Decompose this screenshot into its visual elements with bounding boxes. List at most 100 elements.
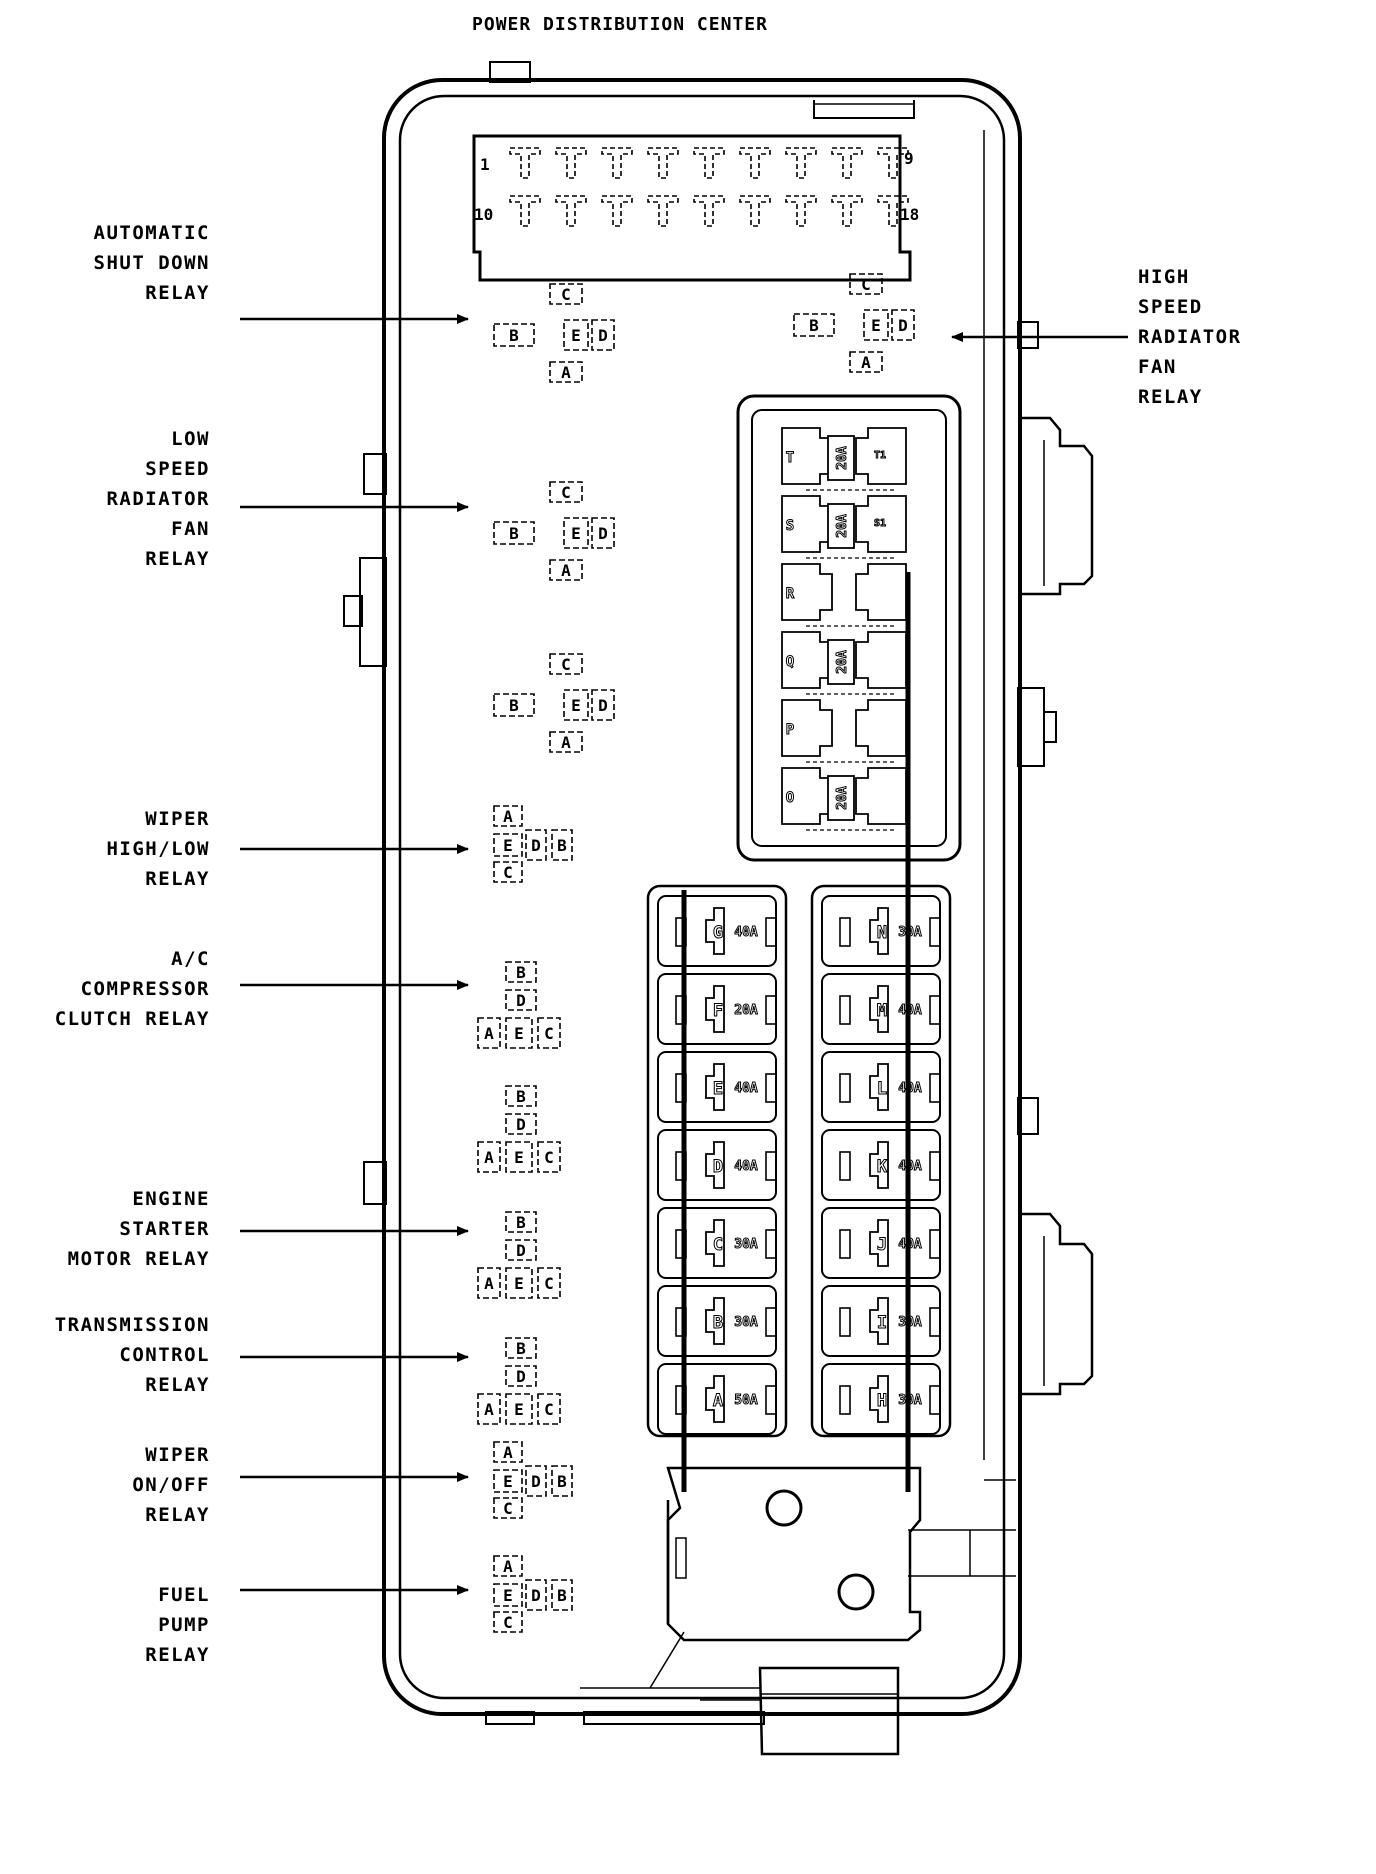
callout-arrows <box>240 314 1128 1595</box>
relay-terminal-label: A <box>861 353 871 372</box>
relay-terminal <box>477 1017 501 1049</box>
relay-terminal-label: A <box>561 733 571 752</box>
maxi-fuse-cavity-label: K <box>877 1157 888 1177</box>
relay-terminal-label: A <box>484 1024 494 1043</box>
relay-terminal <box>505 961 537 983</box>
maxi-fuse-amp: 40A <box>734 1081 758 1096</box>
mini-fuse-cavity-label: T1 <box>874 450 886 461</box>
relay-terminal-label: E <box>514 1400 524 1419</box>
relay-terminal <box>551 1579 573 1611</box>
relay-terminal-label: C <box>503 1613 513 1632</box>
connector-pin <box>831 147 863 179</box>
connector-pin <box>693 147 725 179</box>
mini-fuse-cavity-label: P <box>786 722 794 738</box>
connector-pin <box>831 195 863 227</box>
relay-terminal <box>591 517 615 549</box>
mini-fuse-cavity-label: Q <box>786 654 794 670</box>
connector-pin <box>647 195 679 227</box>
relay-terminal <box>549 283 583 305</box>
maxi-fuse[interactable]: L40A <box>821 1051 941 1123</box>
relay-terminal <box>551 829 573 861</box>
relay-terminal-label: B <box>509 696 519 715</box>
connector-pin <box>739 195 771 227</box>
mini-fuse[interactable]: R <box>781 563 907 627</box>
relay-terminal <box>549 361 583 383</box>
stud-block <box>666 1466 922 1642</box>
relay-terminal <box>525 829 547 861</box>
relay-terminal <box>493 521 535 545</box>
connector-pin-10: 10 <box>474 205 493 224</box>
relay-terminal-label: A <box>503 1443 513 1462</box>
relay-terminal <box>477 1141 501 1173</box>
relay-terminal-label: B <box>516 1339 526 1358</box>
maxi-fuse[interactable]: N30A <box>821 895 941 967</box>
relay-terminal-label: C <box>561 483 571 502</box>
mini-fuse-amp: 20A <box>835 446 850 470</box>
relay-terminal <box>591 689 615 721</box>
relay-terminal-label: D <box>516 1367 526 1386</box>
relay-terminal-label: A <box>503 1557 513 1576</box>
relay-terminal-label: A <box>561 363 571 382</box>
relay-terminal-label: D <box>598 696 608 715</box>
mini-fuse[interactable]: P <box>781 699 907 763</box>
mini-fuse[interactable]: 20A T T1 <box>781 427 907 491</box>
relay-terminal <box>537 1017 561 1049</box>
stud-terminal-lower <box>837 1573 875 1611</box>
maxi-fuse[interactable]: M40A <box>821 973 941 1045</box>
maxi-fuse-cavity-label: H <box>877 1391 887 1411</box>
relay-terminal <box>549 653 583 675</box>
relay-terminal <box>849 351 883 373</box>
relay-terminal <box>537 1393 561 1425</box>
connector-pin <box>877 195 909 227</box>
connector-pin <box>647 147 679 179</box>
relay-terminal <box>493 861 523 883</box>
maxi-fuse[interactable]: H30A <box>821 1363 941 1435</box>
connector-pin-18: 18 <box>900 205 919 224</box>
maxi-fuse-amp: 20A <box>734 1003 758 1018</box>
connector-pin-9: 9 <box>904 149 914 168</box>
relay-terminal <box>563 319 589 351</box>
maxi-fuse-cavity-label: N <box>877 923 887 943</box>
relay-terminal-label: E <box>503 1472 513 1491</box>
relay-terminal-label: C <box>561 285 571 304</box>
maxi-fuse-amp: 30A <box>734 1315 758 1330</box>
relay-terminal-label: E <box>571 696 581 715</box>
relay-terminal-label: D <box>516 991 526 1010</box>
relay-terminal-label: D <box>516 1115 526 1134</box>
main-connector <box>472 134 912 282</box>
maxi-fuse[interactable]: I30A <box>821 1285 941 1357</box>
maxi-fuse[interactable]: K40A <box>821 1129 941 1201</box>
maxi-fuse-cavity-label: L <box>877 1079 887 1099</box>
mini-fuse-cavity-label: T <box>786 450 794 466</box>
relay-terminal <box>549 559 583 581</box>
maxi-fuse-block-right: N30AM40AL40AK40AJ40AI30AH30A <box>810 884 952 1438</box>
relay-terminal-label: B <box>516 1213 526 1232</box>
connector-pin <box>601 147 633 179</box>
relay-terminal <box>493 1441 523 1463</box>
maxi-fuse-cavity-label: M <box>877 1001 887 1021</box>
maxi-fuse[interactable]: J40A <box>821 1207 941 1279</box>
relay-terminal-label: C <box>861 275 871 294</box>
relay-terminal-label: C <box>503 863 513 882</box>
maxi-fuse-cavity-label: D <box>713 1157 723 1177</box>
relay-terminal-label: B <box>557 836 567 855</box>
relay-terminal-label: B <box>557 1472 567 1491</box>
